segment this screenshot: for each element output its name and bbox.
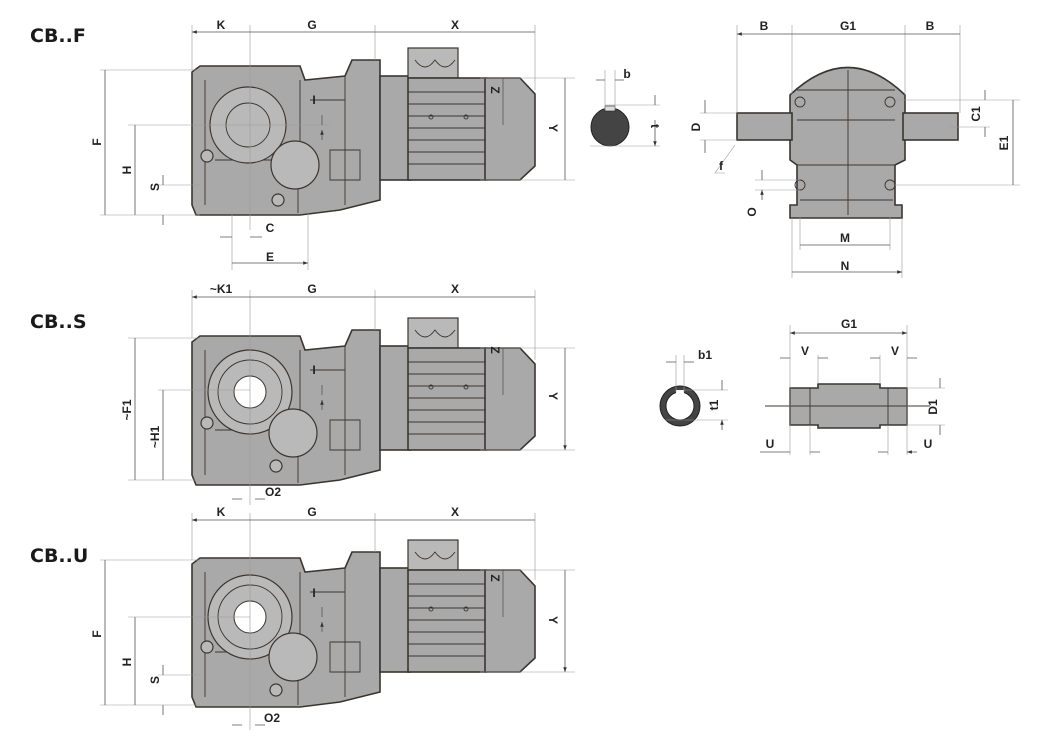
- dimensions: K G X F H S C E Z Y I: [90, 18, 575, 270]
- dim-i: I: [312, 586, 315, 600]
- dim-y: Y: [546, 616, 560, 624]
- dim-v-left: V: [801, 344, 809, 358]
- dim-b-left: B: [760, 19, 769, 33]
- dim-d1: D1: [926, 399, 940, 415]
- dim-u-right: U: [924, 437, 933, 451]
- dim-k: K: [217, 505, 226, 519]
- dim-b: b: [623, 67, 630, 81]
- dim-s: S: [148, 183, 162, 191]
- dim-h1: ~H1: [148, 426, 162, 449]
- dim-h: H: [120, 658, 134, 667]
- dim-o: O: [745, 207, 759, 216]
- dim-d: D: [689, 122, 703, 131]
- view-title: CB..U: [30, 545, 88, 567]
- plug: [200, 149, 214, 163]
- dim-g: G: [307, 505, 316, 519]
- dim-f1: ~F1: [120, 399, 134, 420]
- dim-h: H: [120, 166, 134, 175]
- dim-x: X: [451, 505, 459, 519]
- dim-z: Z: [488, 346, 502, 353]
- view-cb-u: CB..U K G X F H S O2 Z Y I: [30, 505, 575, 730]
- dim-i: I: [312, 93, 315, 107]
- view-title: CB..F: [30, 25, 86, 47]
- solid-shaft: [590, 107, 630, 147]
- dim-c1: C1: [969, 106, 983, 122]
- dim-m: M: [840, 231, 850, 245]
- dim-k1: ~K1: [210, 282, 233, 296]
- dim-n: N: [841, 259, 850, 273]
- gear-cover: [270, 140, 320, 190]
- dim-b-right: B: [926, 19, 935, 33]
- dim-s: S: [148, 676, 162, 684]
- dim-g1: G1: [840, 19, 856, 33]
- dim-b1: b1: [698, 348, 712, 362]
- dim-u-left: U: [766, 437, 775, 451]
- dim-v-right: V: [891, 344, 899, 358]
- side-view: B G1 B D C1 E1 f O M N: [689, 19, 1020, 278]
- hollow-shaft-key-detail: b1 t1: [659, 348, 728, 430]
- view-cb-f: CB..F K G X F H S C E Z Y I: [30, 18, 575, 270]
- dim-z: Z: [488, 86, 502, 93]
- dim-o2: O2: [265, 485, 281, 499]
- dim-y: Y: [546, 392, 560, 400]
- dim-y: Y: [546, 124, 560, 132]
- view-cb-s: CB..S ~K1 G X ~F1 ~H1 O2 Z Y I: [30, 282, 575, 505]
- dim-g: G: [307, 18, 316, 32]
- dim-c: C: [266, 221, 275, 235]
- shaft-key-detail: b t: [590, 67, 662, 146]
- dim-x: X: [451, 282, 459, 296]
- dim-z: Z: [488, 574, 502, 581]
- dimensions: ~K1 G X ~F1 ~H1 O2 Z Y I: [120, 282, 575, 505]
- dim-f: F: [90, 630, 104, 637]
- dim-t: t: [648, 124, 662, 128]
- dim-e1: E1: [997, 135, 1011, 150]
- dim-g1: G1: [841, 317, 857, 331]
- dimensions: K G X F H S O2 Z Y I: [90, 505, 575, 730]
- dim-g: G: [307, 282, 316, 296]
- plug: [271, 193, 285, 207]
- dim-o2: O2: [264, 711, 280, 725]
- dim-f: F: [90, 138, 104, 145]
- dim-i: I: [312, 363, 315, 377]
- hollow-shaft-side: G1 V V D1 U U: [760, 317, 945, 455]
- dim-f-hole: f: [719, 159, 724, 173]
- dim-t1: t1: [707, 399, 721, 410]
- view-title: CB..S: [30, 311, 87, 333]
- dim-e: E: [266, 250, 274, 264]
- dim-k: K: [217, 18, 226, 32]
- dim-x: X: [451, 18, 459, 32]
